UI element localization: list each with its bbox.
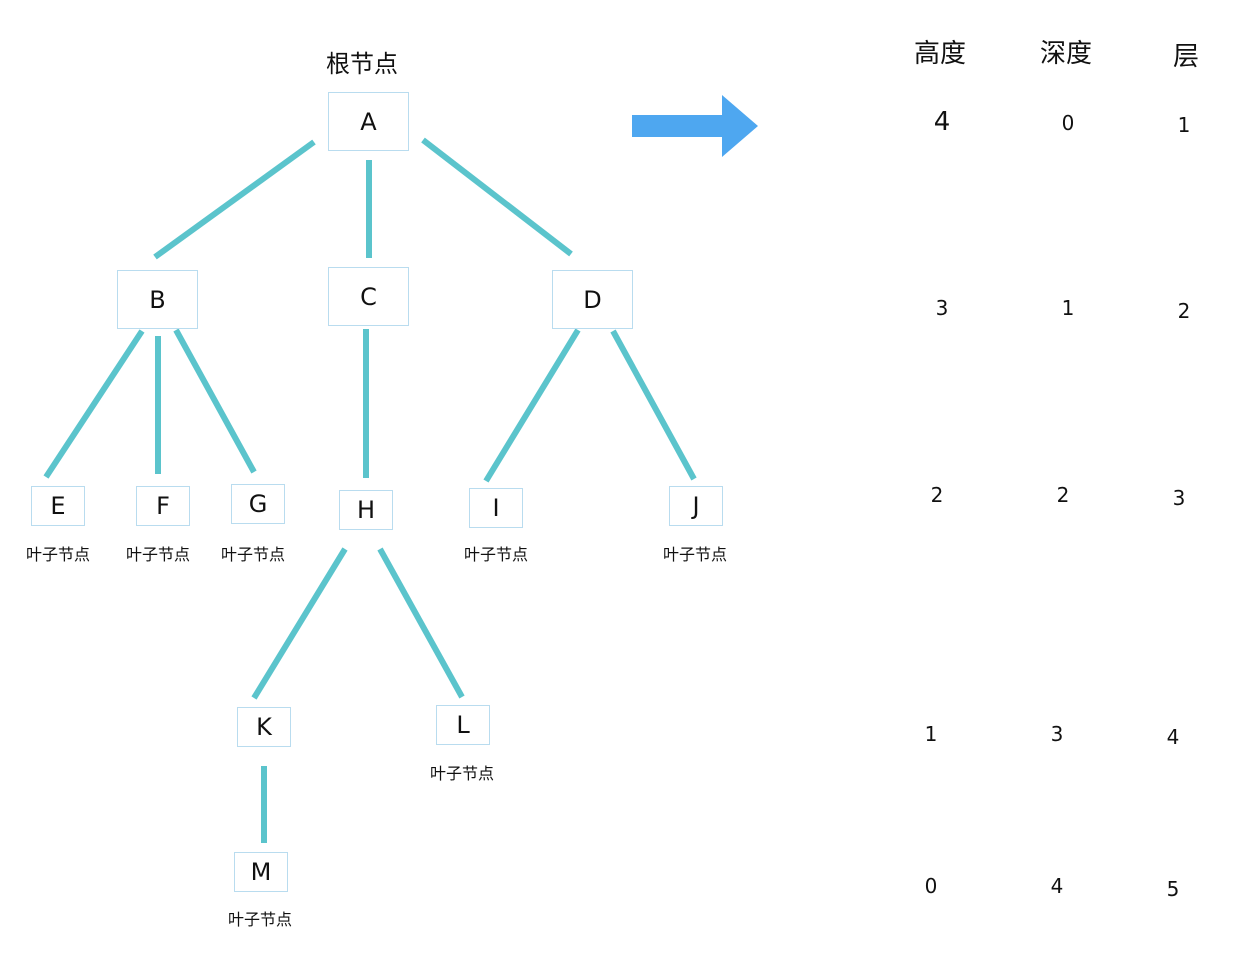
cell-height-e: 0 xyxy=(924,874,938,898)
cell-depth-c: 2 xyxy=(1056,483,1070,507)
cell-height-b: 3 xyxy=(935,296,949,320)
edge-d-j xyxy=(610,329,697,481)
cell-level-a: 1 xyxy=(1177,113,1191,137)
edge-a-d xyxy=(421,137,573,257)
cell-level-b: 2 xyxy=(1177,299,1191,323)
leaf-label-f: 叶子节点 xyxy=(125,545,191,564)
node-k: K xyxy=(237,707,291,747)
node-h: H xyxy=(339,490,393,530)
root-label: 根节点 xyxy=(326,50,398,78)
edge-h-l xyxy=(377,547,465,699)
node-a: A xyxy=(328,92,409,151)
cell-height-c: 2 xyxy=(930,483,944,507)
node-j: J xyxy=(669,486,723,526)
leaf-label-m: 叶子节点 xyxy=(227,910,293,929)
node-b: B xyxy=(117,270,198,329)
node-d: D xyxy=(552,270,633,329)
node-c: C xyxy=(328,267,409,326)
cell-depth-a: 0 xyxy=(1061,111,1075,135)
right-arrow-icon xyxy=(632,95,758,157)
leaf-label-i: 叶子节点 xyxy=(463,545,529,564)
leaf-label-e: 叶子节点 xyxy=(25,545,91,564)
cell-depth-e: 4 xyxy=(1050,874,1064,898)
leaf-label-l: 叶子节点 xyxy=(429,764,495,783)
cell-level-e: 5 xyxy=(1166,877,1180,901)
node-g: G xyxy=(231,484,285,524)
node-f: F xyxy=(136,486,190,526)
node-e: E xyxy=(31,486,85,526)
edge-b-e xyxy=(43,329,145,479)
leaf-label-j: 叶子节点 xyxy=(662,545,728,564)
cell-height-a: 4 xyxy=(933,107,951,137)
header-height: 高度 xyxy=(913,39,967,69)
node-i: I xyxy=(469,488,523,528)
node-l: L xyxy=(436,705,490,745)
header-depth: 深度 xyxy=(1039,39,1093,69)
cell-level-c: 3 xyxy=(1172,486,1186,510)
cell-depth-b: 1 xyxy=(1061,296,1075,320)
leaf-label-g: 叶子节点 xyxy=(220,545,286,564)
node-m: M xyxy=(234,852,288,892)
cell-depth-d: 3 xyxy=(1050,722,1064,746)
edge-h-k xyxy=(251,547,348,700)
cell-level-d: 4 xyxy=(1166,725,1180,749)
header-level: 层 xyxy=(1172,42,1200,72)
edge-a-b xyxy=(153,139,316,260)
edge-d-i xyxy=(483,328,581,483)
edge-b-g xyxy=(173,328,257,474)
cell-height-d: 1 xyxy=(924,722,938,746)
